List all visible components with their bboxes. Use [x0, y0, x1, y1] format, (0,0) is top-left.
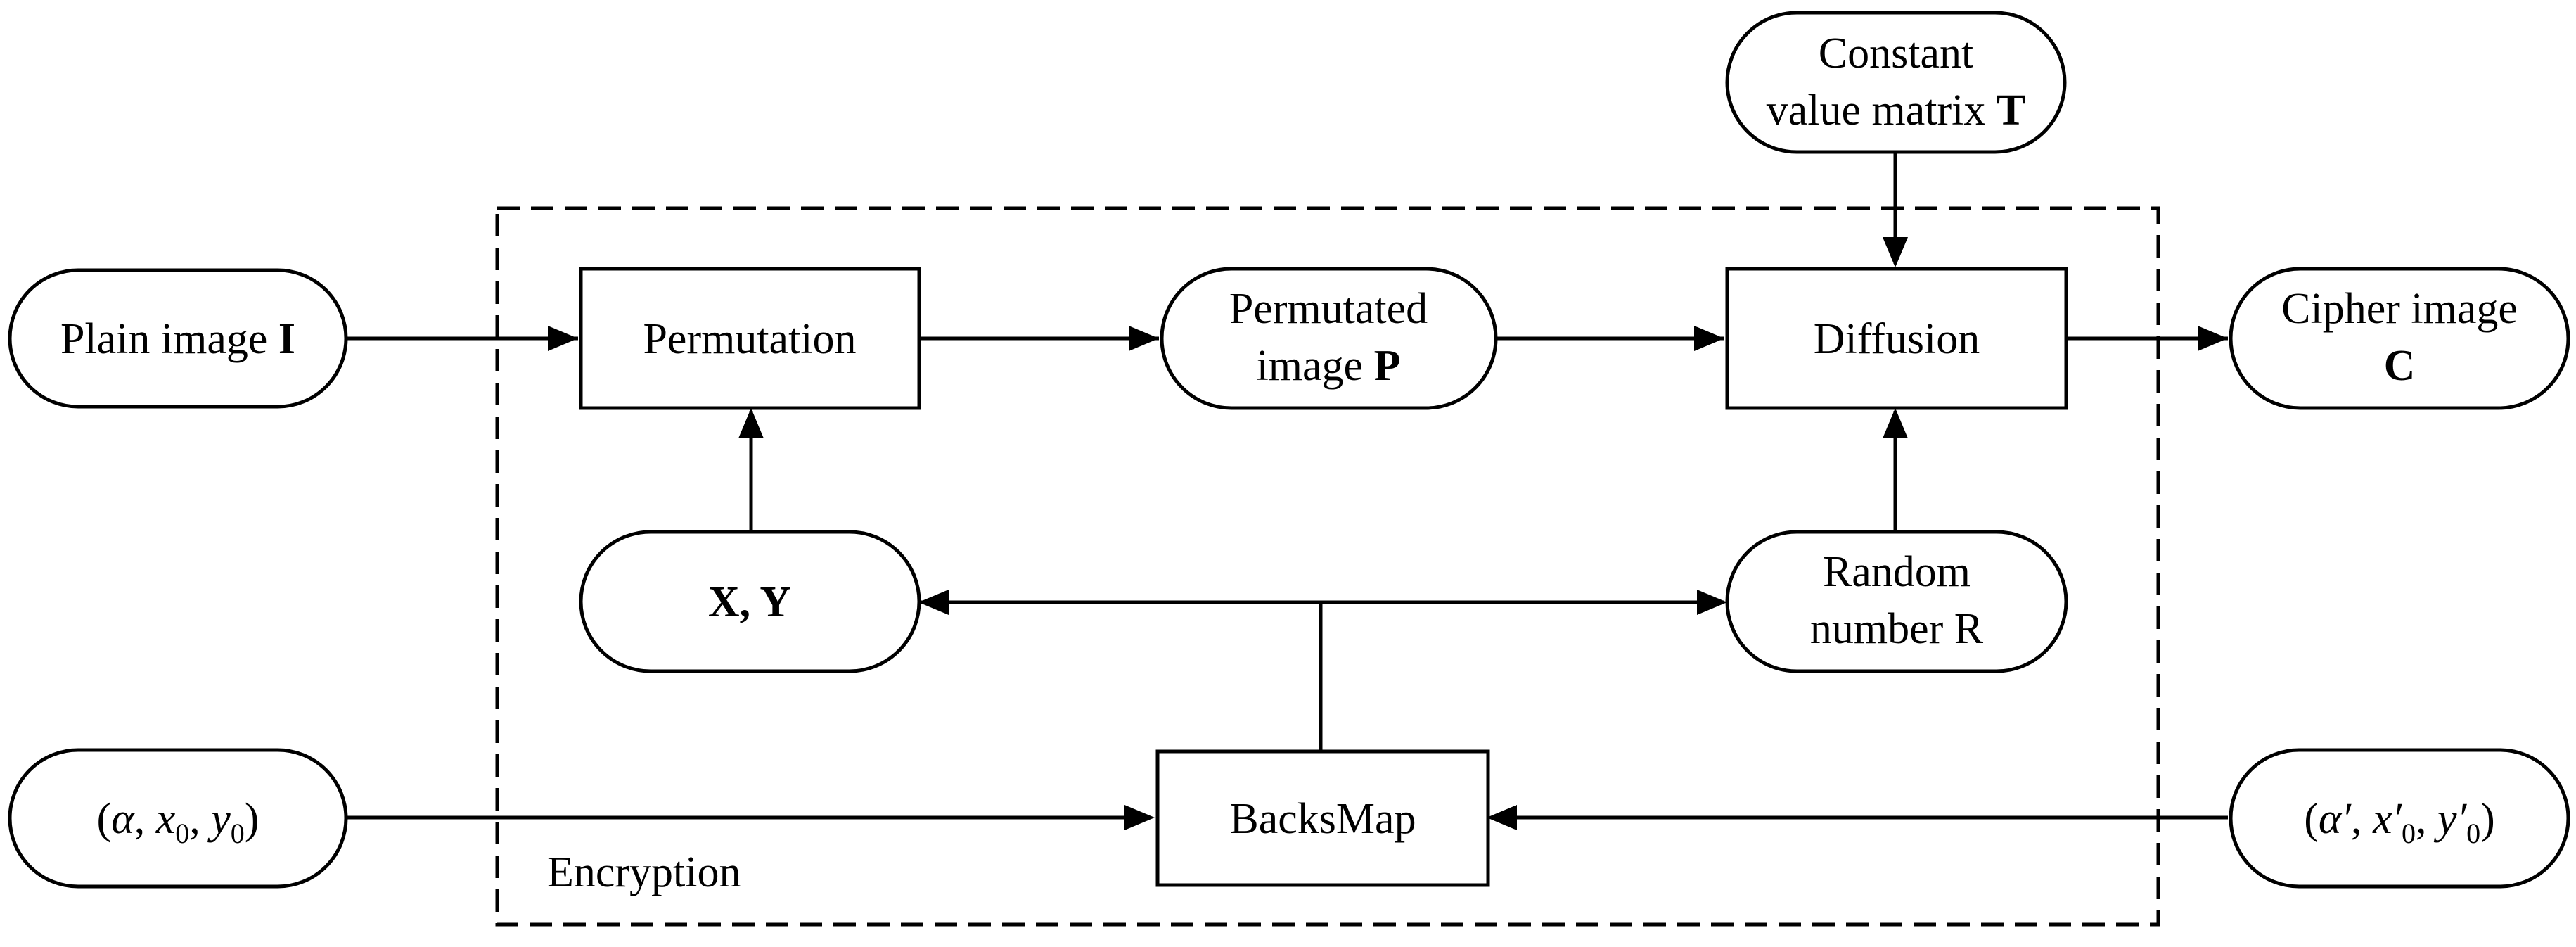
arrowhead-diffusion-top	[1883, 237, 1908, 267]
backsmap-node: BacksMap	[1155, 749, 1490, 887]
arrowhead-backsmap-left	[1124, 805, 1155, 830]
constant-matrix-line2: value matrix	[1767, 87, 1997, 134]
arrowhead-xy	[918, 590, 949, 615]
arrowhead-permutation-bottom	[738, 408, 764, 438]
permutated-image-line1: Permutated	[1229, 285, 1428, 333]
random-number-node: Random number R	[1725, 530, 2068, 673]
permutation-label: Permutation	[643, 315, 856, 363]
xy-label: X, Y	[708, 578, 791, 626]
plain-image-label: Plain image	[60, 315, 278, 363]
encryption-label: Encryption	[547, 849, 741, 896]
connectors	[346, 153, 2228, 830]
random-number-line1: Random	[1823, 548, 1971, 596]
permutated-image-line2: image	[1257, 342, 1374, 390]
plain-image-node: Plain image I	[8, 268, 348, 409]
svg-text:Plain image I: Plain image I	[60, 315, 295, 363]
permutated-image-node: Permutated image P	[1160, 267, 1498, 410]
diffusion-node: Diffusion	[1725, 267, 2068, 410]
permutated-image-symbol: P	[1374, 342, 1401, 390]
cipher-image-node: Cipher image C	[2229, 267, 2570, 410]
xy-node: X, Y	[579, 530, 921, 673]
svg-text:value matrix T: value matrix T	[1767, 87, 2025, 134]
arrowhead-backsmap-right	[1487, 805, 1517, 830]
key-right-label: (α′, x′0, y′0)	[2304, 795, 2495, 849]
arrowhead-permutated	[1129, 326, 1159, 351]
diffusion-label: Diffusion	[1814, 315, 1980, 363]
arrowhead-random	[1697, 590, 1727, 615]
arrowhead-diffusion-bottom	[1883, 408, 1908, 438]
constant-matrix-line1: Constant	[1819, 30, 1973, 77]
svg-text:image P: image P	[1257, 342, 1401, 390]
random-number-line2: number R	[1810, 605, 1984, 653]
cipher-image-line1: Cipher image	[2281, 285, 2518, 333]
key-left-node: (α, x0, y0)	[8, 748, 348, 889]
key-left-label: (α, x0, y0)	[97, 795, 259, 849]
arrowhead-permutation	[548, 326, 578, 351]
backsmap-label: BacksMap	[1229, 795, 1416, 843]
arrowhead-diffusion-left	[1694, 326, 1724, 351]
cipher-image-symbol: C	[2384, 342, 2416, 390]
constant-matrix-node: Constant value matrix T	[1725, 11, 2067, 154]
key-right-node: (α′, x′0, y′0)	[2229, 748, 2570, 889]
encryption-group-border	[495, 206, 2160, 927]
plain-image-symbol: I	[278, 315, 295, 363]
constant-matrix-symbol: T	[1997, 87, 2025, 134]
permutation-node: Permutation	[579, 267, 921, 410]
arrowhead-cipher	[2198, 326, 2228, 351]
